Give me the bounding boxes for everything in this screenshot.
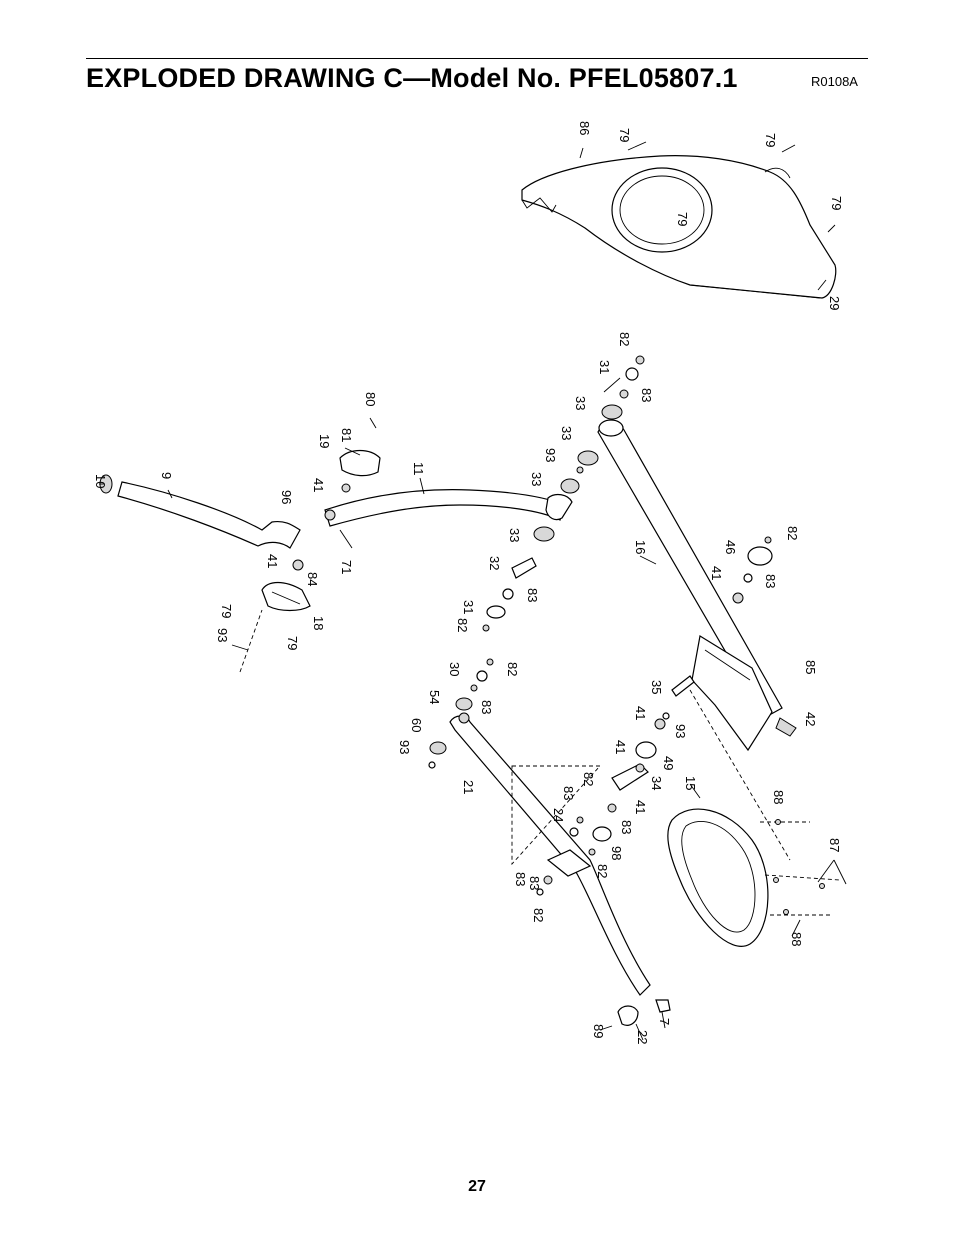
callout-label: 82 xyxy=(617,332,632,346)
callout-label: 82 xyxy=(785,526,800,540)
callout-label: 86 xyxy=(577,121,592,135)
callout-label: 83 xyxy=(763,574,778,588)
callout-label: 85 xyxy=(803,660,818,674)
callout-label: 18 xyxy=(311,616,326,630)
callout-label: 88 xyxy=(789,932,804,946)
callout-label: 79 xyxy=(617,128,632,142)
callout-label: 29 xyxy=(827,296,842,310)
callout-label: 7 xyxy=(657,1018,672,1025)
callout-label: 9 xyxy=(159,472,174,479)
callout-label: 83 xyxy=(561,786,576,800)
callout-label: 10 xyxy=(93,474,108,488)
callout-label: 15 xyxy=(683,776,698,790)
callout-label: 19 xyxy=(317,434,332,448)
callout-label: 34 xyxy=(649,776,664,790)
callout-label: 31 xyxy=(461,600,476,614)
callout-label: 16 xyxy=(633,540,648,554)
callout-label: 79 xyxy=(219,604,234,618)
part-15-footplate xyxy=(667,808,841,947)
callout-label: 35 xyxy=(649,680,664,694)
callout-label: 83 xyxy=(513,872,528,886)
callout-label: 80 xyxy=(363,392,378,406)
leader-lines xyxy=(99,141,847,1041)
callout-label: 79 xyxy=(829,196,844,210)
callout-label: 82 xyxy=(531,908,546,922)
part-21-lower-arm xyxy=(428,658,671,1026)
callout-label: 41 xyxy=(709,566,724,580)
callout-label: 31 xyxy=(597,360,612,374)
bearing-stack xyxy=(482,355,645,632)
callout-label: 54 xyxy=(427,690,442,704)
callout-label: 82 xyxy=(455,618,470,632)
callout-label: 88 xyxy=(771,790,786,804)
callout-label: 41 xyxy=(311,478,326,492)
callout-label: 11 xyxy=(411,462,426,476)
callout-label: 21 xyxy=(461,780,476,794)
header-rule xyxy=(86,58,868,59)
callout-label: 82 xyxy=(595,864,610,878)
callout-label: 33 xyxy=(559,426,574,440)
callout-label: 93 xyxy=(543,448,558,462)
callout-label: 33 xyxy=(507,528,522,542)
callout-label: 82 xyxy=(505,662,520,676)
callout-label: 46 xyxy=(723,540,738,554)
callout-label: 33 xyxy=(529,472,544,486)
drawing-code: R0108A xyxy=(811,74,858,89)
callout-label: 81 xyxy=(339,428,354,442)
callout-label: 93 xyxy=(673,724,688,738)
page-title: EXPLODED DRAWING C—Model No. PFEL05807.1 xyxy=(86,63,738,93)
part-34-49-linkage xyxy=(536,675,695,896)
callout-label: 79 xyxy=(763,133,778,147)
callout-label: 32 xyxy=(487,556,502,570)
callout-label: 22 xyxy=(635,1030,650,1044)
callout-label: 87 xyxy=(827,838,842,852)
callout-label: 33 xyxy=(573,396,588,410)
callout-label: 79 xyxy=(675,212,690,226)
callout-label: 82 xyxy=(581,772,596,786)
callout-label: 93 xyxy=(215,628,230,642)
callout-label: 83 xyxy=(639,388,654,402)
callout-label: 49 xyxy=(661,756,676,770)
callout-label: 41 xyxy=(613,740,628,754)
callout-label: 98 xyxy=(609,846,624,860)
callout-label: 60 xyxy=(409,718,424,732)
callout-label: 93 xyxy=(397,740,412,754)
callout-label: 71 xyxy=(339,560,354,574)
callout-label: 24 xyxy=(551,808,566,822)
part-46-cap xyxy=(732,536,773,604)
callout-label: 41 xyxy=(633,800,648,814)
page-number: 27 xyxy=(468,1178,486,1195)
part-29-shroud xyxy=(521,155,837,299)
part-18-19-console-mount xyxy=(239,449,381,673)
callout-label: 30 xyxy=(447,662,462,676)
callout-label: 83 xyxy=(525,588,540,602)
callout-label: 41 xyxy=(633,706,648,720)
part-9-11-upper-handlebar xyxy=(99,474,566,549)
callout-labels: 86 79 79 79 79 29 82 31 83 33 80 81 19 3… xyxy=(93,121,844,1044)
callout-label: 83 xyxy=(619,820,634,834)
callout-label: 96 xyxy=(279,490,294,504)
callout-label: 89 xyxy=(591,1024,606,1038)
callout-label: 41 xyxy=(265,554,280,568)
part-16-upright xyxy=(597,419,797,861)
callout-label: 83 xyxy=(527,876,542,890)
callout-label: 83 xyxy=(479,700,494,714)
callout-label: 79 xyxy=(285,636,300,650)
callout-label: 84 xyxy=(305,572,320,586)
callout-label: 42 xyxy=(803,712,818,726)
